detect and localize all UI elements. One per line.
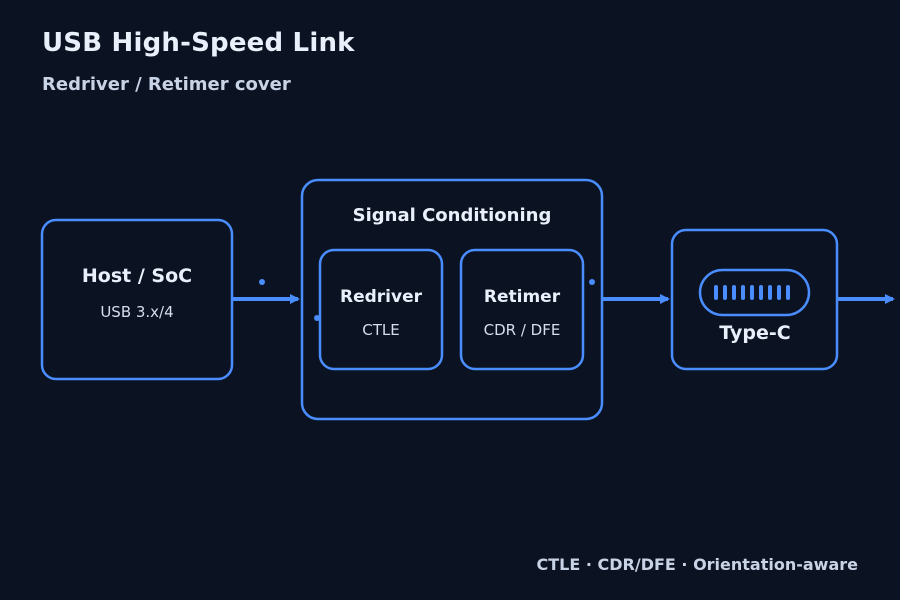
redriver-title: Redriver — [340, 287, 423, 307]
footer-tagline: CTLE · CDR/DFE · Orientation-aware — [536, 555, 858, 574]
type-c-title: Type-C — [719, 322, 790, 344]
retimer-block: Retimer CDR / DFE — [459, 248, 585, 371]
redriver-block: Redriver CTLE — [318, 248, 444, 371]
retimer-subtitle: CDR / DFE — [484, 321, 561, 339]
type-c-block: Type-C — [670, 228, 839, 371]
signal-dot — [589, 279, 595, 285]
type-c-connector-icon — [698, 268, 811, 317]
host-soc-subtitle: USB 3.x/4 — [100, 303, 173, 321]
retimer-title: Retimer — [484, 287, 561, 307]
host-soc-block: Host / SoC USB 3.x/4 — [40, 218, 234, 381]
page-subtitle: Redriver / Retimer cover — [42, 74, 291, 95]
host-soc-title: Host / SoC — [82, 265, 192, 287]
signal-conditioning-title: Signal Conditioning — [353, 205, 552, 226]
redriver-subtitle: CTLE — [362, 321, 399, 339]
page-title: USB High-Speed Link — [42, 28, 355, 58]
signal-conditioning-group: Signal Conditioning Redriver CTLE Retime… — [300, 178, 604, 421]
signal-dot — [314, 315, 320, 321]
signal-dot — [259, 279, 265, 285]
